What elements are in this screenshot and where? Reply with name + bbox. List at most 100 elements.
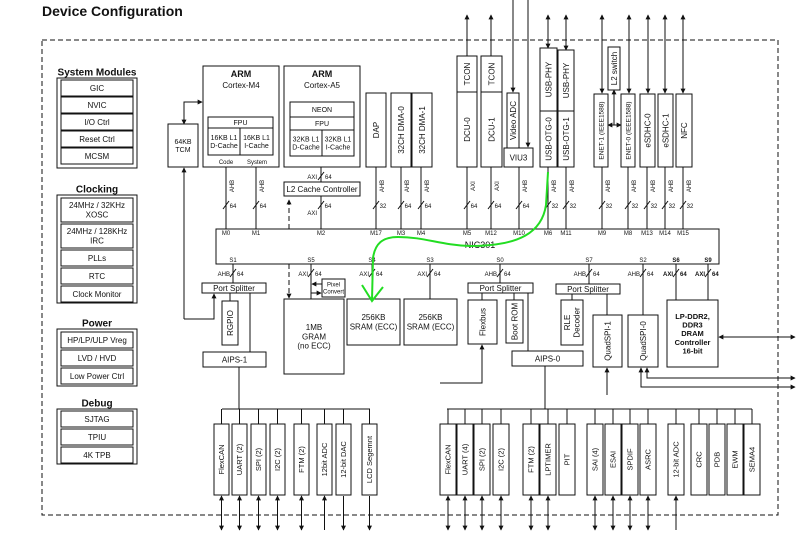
port-splitter1-block-outline xyxy=(201,282,267,294)
clocking-item: PLLs xyxy=(60,249,134,267)
cortex-m4-fpu: FPU xyxy=(207,116,274,129)
port-splitter7-block-outline xyxy=(555,283,621,295)
bus-width-slash xyxy=(704,268,712,278)
quadspi0-block: QuadSPI-0 xyxy=(627,314,659,368)
master-port-id: M14 xyxy=(659,231,671,237)
slave-port-id: S1 xyxy=(229,258,237,264)
enet1-block-label: ENET-1 (IEEE1588) xyxy=(598,101,605,159)
rgpio-block-label: RGPIO xyxy=(226,310,235,336)
aips0-peripheral: PDB xyxy=(708,423,726,496)
clocking-item: RTC xyxy=(60,267,134,285)
aips0-peripheral-outline xyxy=(539,423,557,496)
dap-block-label: DAP xyxy=(372,122,381,138)
tcon0-block-label: TCON xyxy=(463,62,472,85)
cortex-a5-neon: NEON xyxy=(289,101,355,118)
slave-port-width: 64 xyxy=(504,272,511,278)
power-heading: Power xyxy=(82,319,112,330)
master-port-type: AHB xyxy=(687,180,693,192)
master-port-width: 32 xyxy=(687,204,694,210)
aips0-peripheral: SPDIF xyxy=(621,423,639,496)
port-splitter0-block-label: Port Splitter xyxy=(480,284,522,293)
aips0-peripheral-label: EWM xyxy=(731,450,740,468)
esdhc0-block-label: eSDHC-0 xyxy=(643,113,652,148)
slave-port-type: AXI xyxy=(417,272,427,278)
master-port-id: M8 xyxy=(624,231,633,237)
dcu1-block: DCU-1 xyxy=(480,91,503,168)
power-item-label: LVD / HVD xyxy=(78,354,117,363)
aips0-peripheral-outline xyxy=(456,423,474,496)
system_modules-item-label: I/O Ctrl xyxy=(84,118,110,127)
clocking-item-label: Clock Monitor xyxy=(73,290,122,299)
enet0-block-outline xyxy=(620,93,636,168)
bus-width-slash xyxy=(661,200,669,210)
enet1-block-outline xyxy=(593,93,609,168)
dcu0-block-outline xyxy=(456,91,478,168)
master-port-width: 64 xyxy=(471,204,478,210)
aips1-peripheral-label: FlexCAN xyxy=(217,444,226,474)
esdhc1-block-label: eSDHC-1 xyxy=(661,113,670,148)
slave-port-id: S3 xyxy=(426,258,434,264)
aips0-peripheral-label: I2C (2) xyxy=(497,448,506,471)
dcu1-block-label: DCU-1 xyxy=(487,117,496,142)
master-port-type: AHB xyxy=(260,180,266,192)
master-port-id: M6 xyxy=(544,231,553,237)
usb-phy1-block: USB-PHY xyxy=(557,49,575,112)
master-port-width: 64 xyxy=(425,204,432,210)
bus-width-slash xyxy=(496,268,504,278)
aips0-block-label: AIPS-0 xyxy=(535,354,561,363)
master-port-id: M3 xyxy=(397,231,406,237)
tcm-block-outline xyxy=(167,123,199,168)
slave-port-type: AXI xyxy=(695,272,705,278)
dma1-block: 32CH DMA-1 xyxy=(411,92,433,168)
aips0-peripheral-outline xyxy=(558,423,576,496)
aips0-peripheral: SEMA4 xyxy=(743,423,761,496)
system_modules-item-label: NVIC xyxy=(87,101,106,110)
master-port-width: 64 xyxy=(325,204,332,210)
flexbus-io xyxy=(440,344,485,384)
aips0-peripheral: PIT xyxy=(558,423,576,496)
debug-item: SJTAG xyxy=(60,410,134,428)
master-port-width: 64 xyxy=(405,204,412,210)
clocking-item-outline xyxy=(60,285,134,303)
master-port-type: AHB xyxy=(552,180,558,192)
aips1-peripheral-label: 12bit ADC xyxy=(320,442,329,476)
cortex-m4-icache-outline xyxy=(239,127,274,156)
master-port-type: AHB xyxy=(669,180,675,192)
rle-decoder-block: RLEDecoder xyxy=(560,299,584,346)
rle-decoder-block-outline xyxy=(560,299,584,346)
aips0-peripheral-label: PDB xyxy=(713,452,722,467)
master-port-type: AHB xyxy=(230,180,236,192)
aips1-peripheral: UART (2) xyxy=(231,423,248,496)
quadspi0-io-a xyxy=(638,367,796,390)
aips1-block-outline xyxy=(202,351,267,368)
debug-item: 4K TPB xyxy=(60,446,134,464)
master-port-type: AHB xyxy=(606,180,612,192)
port-splitter1-block: Port Splitter xyxy=(201,282,267,294)
quadspi0-io-b xyxy=(644,367,796,381)
bus-width-slash xyxy=(417,200,425,210)
slave-port-width: 64 xyxy=(376,272,383,278)
slave-port-id: S5 xyxy=(307,258,315,264)
bus-width-slash xyxy=(307,268,315,278)
quadspi1-block-label: QuadSPI-1 xyxy=(603,321,612,361)
aips1-peripheral: I2C (2) xyxy=(269,423,286,496)
sram0-block-outline xyxy=(346,298,401,346)
aips0-peripheral-label: ASRC xyxy=(644,449,653,470)
port-splitter1-block-label: Port Splitter xyxy=(213,284,255,293)
aips0-peripheral-label: UART (4) xyxy=(461,443,470,475)
tcm-m4-link xyxy=(181,99,203,125)
flexbus-block-label: Flexbus xyxy=(478,308,487,336)
aips0-peripheral-label: SAI (4) xyxy=(591,447,600,471)
debug-heading: Debug xyxy=(81,399,112,410)
master-port-width: 32 xyxy=(380,204,387,210)
quadspi0-block-label: QuadSPI-0 xyxy=(639,321,648,361)
bus-width-slash xyxy=(585,268,593,278)
power-item-label: HP/LP/ULP Vreg xyxy=(67,336,127,345)
clocking-item-label: PLLs xyxy=(88,254,106,263)
cortex-m4-fpu-label: FPU xyxy=(234,120,248,127)
system_modules-item-outline xyxy=(60,113,134,131)
rle-decoder-block-label: RLEDecoder xyxy=(563,307,581,338)
